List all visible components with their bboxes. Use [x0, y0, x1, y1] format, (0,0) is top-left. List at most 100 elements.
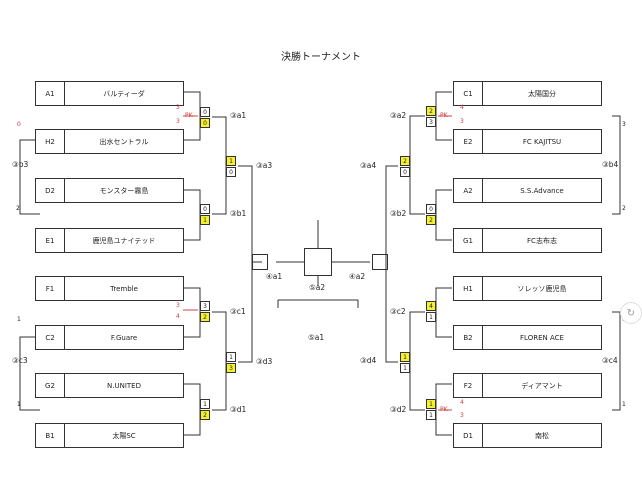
- team-name: 南松: [535, 431, 549, 440]
- team-slot-c2: C2 F.Guare: [35, 325, 184, 350]
- team-name: 太陽SC: [112, 431, 136, 440]
- round-label-a4: ③a4: [360, 161, 377, 170]
- pk-score: 3: [176, 118, 180, 125]
- team-code: F2: [454, 374, 483, 397]
- score-h2: 0: [200, 118, 210, 128]
- score-e1: 1: [200, 215, 210, 225]
- final-box: [304, 248, 332, 276]
- round-label-sf1: ④a1: [266, 272, 283, 281]
- round-label-a2: ③a2: [390, 111, 407, 120]
- side-mark: 3: [622, 121, 626, 128]
- round-label-final: ⑤a2: [309, 283, 326, 292]
- team-slot-a1: A1 バルティーダ: [35, 81, 184, 106]
- round-label-a3: ③a3: [256, 161, 273, 170]
- side-mark: 1: [17, 401, 21, 408]
- team-code: G1: [454, 229, 483, 252]
- team-name: 太陽国分: [528, 89, 556, 98]
- round-label-d4: ③d4: [360, 356, 377, 365]
- team-name: モンスター霧島: [99, 186, 149, 195]
- score-a1: 0: [200, 107, 210, 117]
- team-slot-b2: B2 FLOREN ACE: [453, 325, 602, 350]
- pk-score: 3: [176, 302, 180, 309]
- score-f1: 3: [200, 301, 210, 311]
- round-label-c3: ③c3: [12, 356, 28, 365]
- team-code: B1: [36, 424, 65, 447]
- score-b1: 2: [200, 410, 210, 420]
- round-label-b2: ③b2: [390, 209, 407, 218]
- page-title: 決勝トーナメント: [281, 52, 361, 63]
- round-label-a1: ③a1: [230, 111, 247, 120]
- score-a2: 0: [426, 204, 436, 214]
- round-label-d1: ③d1: [230, 405, 247, 414]
- team-code: B2: [454, 326, 483, 349]
- team-code: A1: [36, 82, 65, 105]
- semifinal-right-box: [372, 254, 388, 270]
- team-code: H1: [454, 277, 483, 300]
- team-code: D2: [36, 179, 65, 202]
- side-mark: 2: [622, 205, 626, 212]
- semifinal-left-box: [252, 254, 268, 270]
- team-slot-e1: E1 鹿児島ユナイテッド: [35, 228, 184, 253]
- team-name: F.Guare: [110, 333, 138, 342]
- team-slot-e2: E2 FC KAJITSU: [453, 129, 602, 154]
- score-c2: 2: [200, 312, 210, 322]
- team-name: FC志布志: [527, 236, 557, 245]
- round-label-c1: ③c1: [230, 307, 246, 316]
- team-name: FLOREN ACE: [520, 333, 564, 342]
- team-slot-d1: D1 南松: [453, 423, 602, 448]
- score-d2: 0: [200, 204, 210, 214]
- team-code: C2: [36, 326, 65, 349]
- team-slot-f1: F1 Tremble: [35, 276, 184, 301]
- score-c3-bot: 3: [226, 363, 236, 373]
- team-slot-d2: D2 モンスター霧島: [35, 178, 184, 203]
- team-slot-f2: F2 ディアマント: [453, 373, 602, 398]
- score-a3-bot: 0: [226, 167, 236, 177]
- team-slot-a2: A2 S.S.Advance: [453, 178, 602, 203]
- pk-score: 4: [176, 313, 180, 320]
- team-name: ソレッソ鹿児島: [517, 284, 567, 293]
- pk-score: 3: [460, 412, 464, 419]
- team-slot-h2: H2 出水セントラル: [35, 129, 184, 154]
- team-name: N.UNITED: [107, 381, 141, 390]
- team-code: E2: [454, 130, 483, 153]
- round-label-d3: ③d3: [256, 357, 273, 366]
- team-name: バルティーダ: [103, 89, 145, 98]
- score-c4-bot: 1: [400, 363, 410, 373]
- team-code: E1: [36, 229, 65, 252]
- team-slot-g1: G1 FC志布志: [453, 228, 602, 253]
- score-f2: 1: [426, 399, 436, 409]
- score-a3-top: 1: [226, 156, 236, 166]
- round-label-b4: ③b4: [602, 160, 619, 169]
- team-name: 出水セントラル: [99, 137, 149, 146]
- refresh-icon[interactable]: ↻: [620, 302, 642, 324]
- score-g2: 1: [200, 399, 210, 409]
- team-code: C1: [454, 82, 483, 105]
- team-name: Tremble: [110, 284, 138, 293]
- team-name: FC KAJITSU: [522, 137, 562, 146]
- round-label-third: ⑤a1: [308, 333, 325, 342]
- team-code: D1: [454, 424, 483, 447]
- score-b2: 1: [426, 312, 436, 322]
- round-label-d2: ③d2: [390, 405, 407, 414]
- team-code: A2: [454, 179, 483, 202]
- score-e2: 3: [426, 117, 436, 127]
- round-label-c4: ③c4: [602, 356, 618, 365]
- team-slot-h1: H1 ソレッソ鹿児島: [453, 276, 602, 301]
- team-slot-c1: C1 太陽国分: [453, 81, 602, 106]
- team-name: S.S.Advance: [520, 186, 564, 195]
- side-mark: 1: [622, 401, 626, 408]
- score-d1: 1: [426, 410, 436, 420]
- team-slot-g2: G2 N.UNITED: [35, 373, 184, 398]
- pk-score: 3: [460, 118, 464, 125]
- score-a4-top: 2: [400, 156, 410, 166]
- side-mark: 1: [17, 316, 21, 323]
- pk-score: 4: [460, 104, 464, 111]
- pk-label: PK: [440, 406, 448, 413]
- score-a4-bot: 0: [400, 167, 410, 177]
- round-label-b3: ③b3: [12, 160, 29, 169]
- team-name: 鹿児島ユナイテッド: [92, 236, 156, 245]
- team-code: F1: [36, 277, 65, 300]
- pk-label: PK: [440, 112, 448, 119]
- score-c4-top: 1: [400, 352, 410, 362]
